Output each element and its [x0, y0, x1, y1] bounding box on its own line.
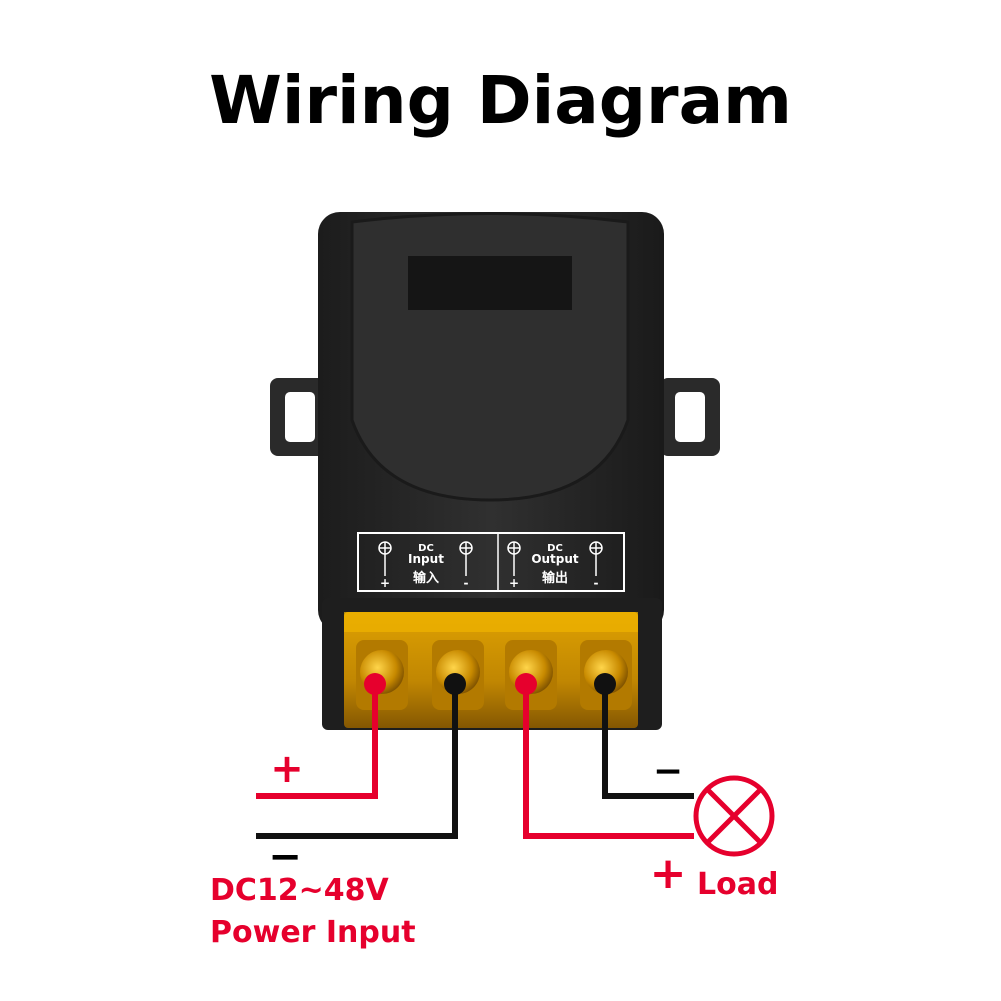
output-label: Output: [531, 552, 579, 566]
terminal-label-panel: + - + - DC Input 输入 DC Output 输出: [357, 532, 625, 592]
output-dc-label: DC: [547, 543, 563, 554]
output-plus-mark: +: [509, 576, 519, 590]
negative-input-wire: [256, 673, 466, 839]
mounting-ear-left: [270, 378, 330, 456]
input-minus-mark: -: [464, 576, 469, 590]
page-title: Wiring Diagram: [209, 62, 792, 139]
relay-housing: [318, 212, 664, 632]
power-plus-label: +: [270, 746, 304, 792]
input-label: Input: [408, 552, 444, 566]
mounting-ear-right: [660, 378, 720, 456]
output-minus-mark: -: [594, 576, 599, 590]
load-label: Load: [697, 867, 778, 902]
positive-output-wire: [515, 673, 694, 839]
display-window: [408, 256, 572, 310]
power-minus-label: −: [268, 834, 302, 880]
lamp-load-icon: [693, 775, 775, 857]
screw-terminal-icon: [356, 640, 632, 710]
power-voltage-label: DC12~48V: [210, 873, 390, 908]
input-label-cn: 输入: [413, 570, 439, 586]
positive-input-wire: [256, 673, 386, 799]
power-input-label: Power Input: [210, 915, 416, 950]
load-minus-label: −: [653, 751, 683, 792]
negative-output-wire: [594, 673, 694, 799]
terminal-block: [322, 598, 662, 730]
input-dc-label: DC: [418, 543, 434, 554]
load-plus-label: +: [650, 848, 687, 899]
input-plus-mark: +: [380, 576, 390, 590]
output-label-cn: 输出: [542, 570, 568, 586]
